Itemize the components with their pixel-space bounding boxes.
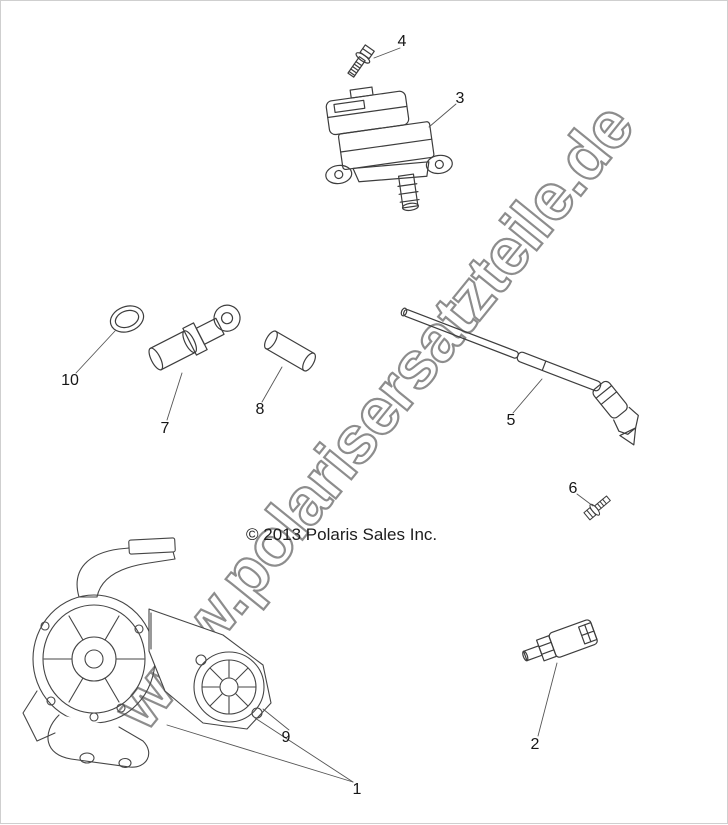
spacer-drawing (264, 330, 316, 372)
throttle-body-assembly-drawing (22, 537, 272, 769)
temp-sensor-drawing (522, 619, 598, 662)
crank-position-sensor-drawing (148, 304, 241, 371)
callout-label-9: 9 (281, 729, 291, 746)
callout-label-8: 8 (255, 401, 265, 418)
callout-label-5: 5 (506, 412, 516, 429)
speed-sensor-cable-drawing (400, 307, 639, 446)
map-sensor-drawing (325, 86, 453, 212)
callout-label-10: 10 (61, 372, 79, 389)
callout-label-2: 2 (530, 736, 540, 753)
copyright-text: © 2013 Polaris Sales Inc. (246, 525, 438, 544)
callout-label-7: 7 (160, 420, 170, 437)
callout-label-4: 4 (397, 33, 407, 50)
callout-label-6: 6 (568, 480, 578, 497)
o-ring-drawing (109, 305, 145, 333)
callout-leader-lines (75, 47, 594, 783)
callout-label-1: 1 (352, 781, 362, 798)
flange-bolt-4-drawing (347, 44, 375, 78)
flange-bolt-6-drawing (583, 495, 611, 521)
callout-label-3: 3 (455, 90, 465, 107)
